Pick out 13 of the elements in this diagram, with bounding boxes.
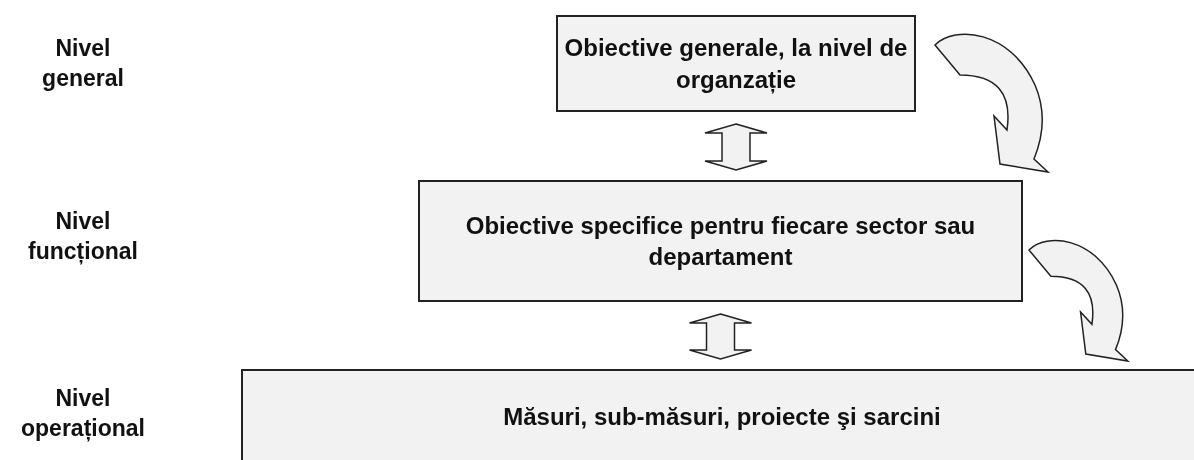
double-block-arrow xyxy=(704,123,768,171)
level-label: Nivel operațional xyxy=(21,384,145,444)
level-box xyxy=(418,180,1023,302)
box-text: Măsuri, sub-măsuri, proiecte şi sarcini xyxy=(503,402,941,432)
level-label: Nivel general xyxy=(42,34,124,93)
level-box xyxy=(241,369,1194,460)
box-text: Obiective specifice pentru fiecare sector sau departament xyxy=(464,210,977,272)
level-box xyxy=(556,15,916,112)
curved-block-arrow xyxy=(934,33,1049,173)
curved-block-arrow xyxy=(1028,239,1129,362)
level-label: Nivel funcțional xyxy=(28,207,138,267)
double-block-arrow xyxy=(688,313,753,360)
box-text: Obiective generale, la nivel de organzație xyxy=(564,33,908,95)
